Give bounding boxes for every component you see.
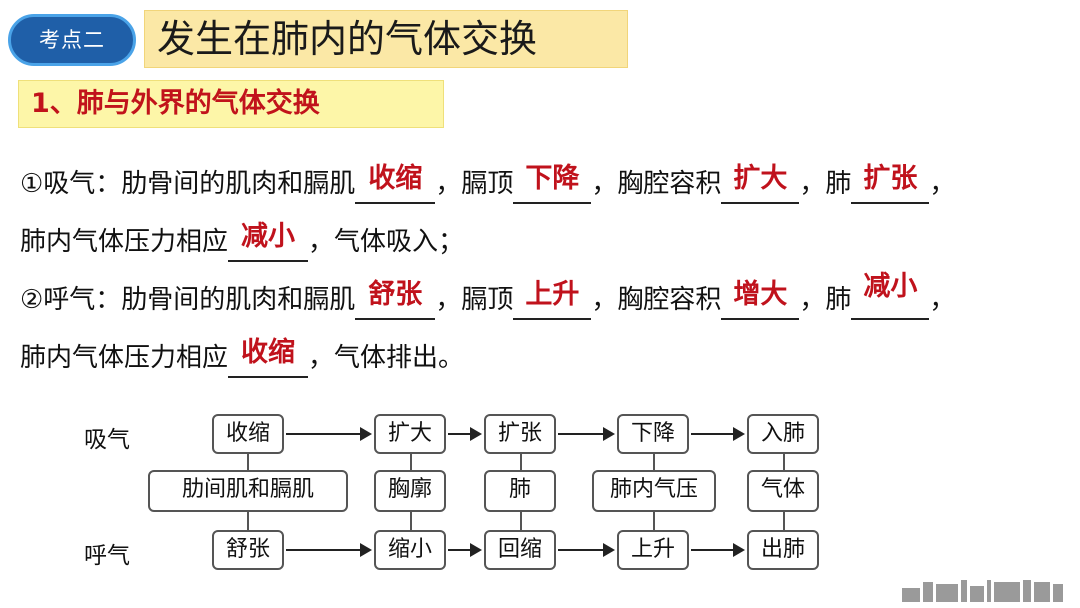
diagram-box: 入肺 bbox=[747, 414, 819, 454]
diagram-box: 回缩 bbox=[484, 530, 556, 570]
inhale-line2-suffix: ，气体吸入； bbox=[308, 227, 465, 257]
inhale-text-4: ， bbox=[929, 169, 956, 199]
inhale-line-2: 肺内气体压力相应减小 ，气体吸入； bbox=[20, 222, 464, 262]
diagram-box: 肺 bbox=[484, 470, 556, 512]
diagram-box: 收缩 bbox=[212, 414, 284, 454]
inhale-line-1: ①吸气：肋骨间的肌肉和膈肌收缩 ，膈顶下降 ，胸腔容积扩大 ，肺扩张 ， bbox=[20, 164, 955, 204]
diagram-box: 下降 bbox=[617, 414, 689, 454]
arrow-right-icon bbox=[286, 427, 372, 441]
inhale-line2-prefix: 肺内气体压力相应 bbox=[20, 227, 229, 257]
diagram-box: 胸廓 bbox=[374, 470, 446, 512]
inhale-blank-1: 收缩 bbox=[355, 163, 436, 204]
exhale-line2-prefix: 肺内气体压力相应 bbox=[20, 343, 229, 373]
diagram-box: 肋间肌和膈肌 bbox=[148, 470, 348, 512]
inhale-text-3: ，肺 bbox=[799, 169, 852, 199]
inhale-blank-5: 减小 bbox=[228, 221, 309, 262]
exhale-line-2: 肺内气体压力相应收缩 ，气体排出。 bbox=[20, 338, 464, 378]
exhale-text-3: ，肺 bbox=[799, 285, 852, 315]
inhale-answer-2: 下降 bbox=[525, 163, 580, 194]
diagram-exhale-label: 呼气 bbox=[84, 543, 130, 569]
inhale-text-1: ，膈顶 bbox=[435, 169, 514, 199]
exhale-blank-5: 收缩 bbox=[228, 337, 309, 378]
exhale-prefix: ②呼气：肋骨间的肌肉和膈肌 bbox=[20, 285, 356, 315]
diagram-inhale-label: 吸气 bbox=[84, 427, 130, 453]
inhale-text-2: ，胸腔容积 bbox=[591, 169, 722, 199]
exhale-blank-3: 增大 bbox=[721, 279, 800, 320]
exhale-answer-1: 舒张 bbox=[368, 279, 423, 310]
exhale-answer-2: 上升 bbox=[525, 279, 580, 310]
diagram-box: 上升 bbox=[617, 530, 689, 570]
exhale-answer-4: 减小 bbox=[863, 271, 918, 302]
exhale-text-1: ，膈顶 bbox=[435, 285, 514, 315]
arrow-right-icon bbox=[448, 543, 482, 557]
exhale-text-2: ，胸腔容积 bbox=[591, 285, 722, 315]
diagram-box: 气体 bbox=[747, 470, 819, 512]
arrow-right-icon bbox=[558, 543, 615, 557]
diagram-box: 缩小 bbox=[374, 530, 446, 570]
page-title: 发生在肺内的气体交换 bbox=[144, 10, 628, 68]
inhale-blank-2: 下降 bbox=[513, 163, 592, 204]
inhale-answer-4: 扩张 bbox=[863, 163, 918, 194]
exhale-blank-2: 上升 bbox=[513, 279, 592, 320]
diagram-box: 舒张 bbox=[212, 530, 284, 570]
exhale-line-1: ②呼气：肋骨间的肌肉和膈肌舒张 ，膈顶上升 ，胸腔容积增大 ，肺减小 ， bbox=[20, 272, 956, 320]
exhale-answer-3: 增大 bbox=[733, 279, 788, 310]
arrow-right-icon bbox=[286, 543, 372, 557]
inhale-blank-4: 扩张 bbox=[851, 163, 930, 204]
exhale-blank-1: 舒张 bbox=[355, 279, 436, 320]
inhale-answer-5: 减小 bbox=[241, 221, 296, 252]
inhale-blank-3: 扩大 bbox=[721, 163, 800, 204]
exhale-text-4: ， bbox=[929, 285, 956, 315]
topic-badge: 考点二 bbox=[8, 14, 136, 66]
inhale-prefix: ①吸气：肋骨间的肌肉和膈肌 bbox=[20, 169, 356, 199]
inhale-answer-1: 收缩 bbox=[368, 163, 423, 194]
watermark-bars bbox=[902, 580, 1066, 602]
arrow-right-icon bbox=[691, 427, 745, 441]
arrow-right-icon bbox=[558, 427, 615, 441]
inhale-answer-3: 扩大 bbox=[733, 163, 788, 194]
exhale-blank-4: 减小 bbox=[851, 272, 930, 320]
diagram-box: 出肺 bbox=[747, 530, 819, 570]
section-heading: 1、肺与外界的气体交换 bbox=[18, 80, 444, 128]
exhale-answer-5: 收缩 bbox=[241, 337, 296, 368]
arrow-right-icon bbox=[448, 427, 482, 441]
exhale-line2-suffix: ，气体排出。 bbox=[308, 343, 465, 373]
diagram-box: 扩大 bbox=[374, 414, 446, 454]
diagram-box: 肺内气压 bbox=[592, 470, 716, 512]
arrow-right-icon bbox=[691, 543, 745, 557]
diagram-box: 扩张 bbox=[484, 414, 556, 454]
